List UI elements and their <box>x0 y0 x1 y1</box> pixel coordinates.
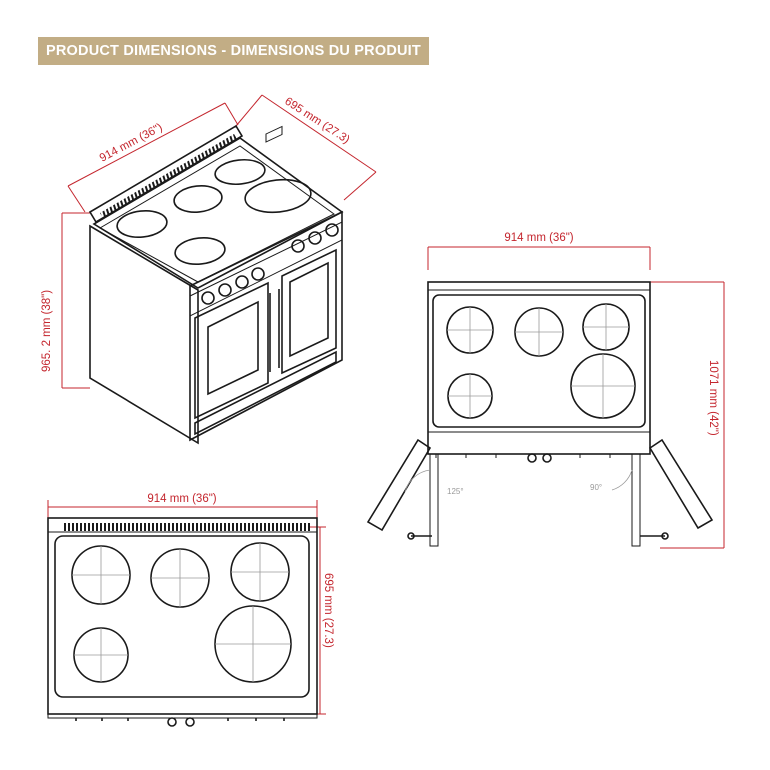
iso-burner-left-back <box>116 210 168 238</box>
iso-backguard-vents <box>100 134 237 218</box>
iso-knob-1 <box>201 291 215 305</box>
front-left-door-angle: 125° <box>447 487 464 496</box>
iso-width-dimension-line <box>67 102 226 187</box>
top-burner-crosshairs <box>72 543 291 682</box>
front-range-view: 914 mm (36") 1071 mm (42") <box>366 232 725 549</box>
front-right-door-arc <box>611 469 633 491</box>
section-title-banner: PRODUCT DIMENSIONS - DIMENSIONS DU PRODU… <box>38 37 429 65</box>
iso-burner-right-front <box>244 178 312 214</box>
iso-burner-center <box>173 185 223 213</box>
front-width-label: 914 mm (36") <box>504 232 573 244</box>
iso-width-extension-left <box>67 185 86 213</box>
iso-height-label: 965. 2 mm (38") <box>41 290 53 372</box>
iso-control-knobs <box>201 125 339 305</box>
iso-left-oven-door <box>194 281 269 420</box>
iso-knob-3 <box>235 275 249 289</box>
iso-left-oven-window <box>207 300 259 396</box>
iso-burner-left-front <box>174 237 226 265</box>
front-right-frame <box>631 453 641 547</box>
front-height-label: 1071 mm (42") <box>707 360 719 436</box>
iso-cooktop-glass <box>98 145 335 283</box>
front-knobs-row <box>435 453 641 463</box>
front-knob-right <box>542 453 552 463</box>
iso-knob-5 <box>291 239 305 253</box>
front-range-body <box>427 281 651 455</box>
top-control-panel-edge <box>47 713 318 719</box>
top-backguard-vents <box>62 523 310 531</box>
iso-knob-2 <box>218 283 232 297</box>
iso-storage-drawer <box>194 350 337 436</box>
iso-width-extension-right <box>224 102 239 126</box>
top-knob-left <box>167 717 177 727</box>
iso-depth-extension-top <box>235 94 263 127</box>
iso-depth-label: 695 mm (27.3) <box>282 95 351 146</box>
front-cooktop-glass <box>432 294 646 428</box>
front-left-open-door <box>366 438 432 532</box>
iso-width-label: 914 mm (36") <box>98 121 165 164</box>
top-burners <box>71 542 292 683</box>
top-range-view: 914 mm (36") 695 mm (27.3) <box>47 493 334 727</box>
top-knobs-row <box>47 713 318 727</box>
iso-backguard <box>88 124 244 224</box>
top-depth-label: 695 mm (27.3) <box>322 573 334 648</box>
front-right-open-door <box>648 438 714 530</box>
iso-side-panel <box>89 224 199 445</box>
front-burners <box>446 303 636 419</box>
front-left-frame <box>429 453 439 547</box>
iso-display-panel <box>265 125 283 143</box>
top-knob-right <box>185 717 195 727</box>
iso-right-oven-door <box>281 248 337 375</box>
iso-knob-6 <box>308 231 322 245</box>
iso-knob-7 <box>325 223 339 237</box>
top-knob-ticks <box>75 718 285 721</box>
front-burner-crosshairs <box>447 304 635 418</box>
top-width-label: 914 mm (36") <box>147 493 216 505</box>
front-knob-left <box>527 453 537 463</box>
iso-right-oven-window <box>289 261 329 358</box>
front-knob-ticks <box>435 454 641 458</box>
top-cooktop-glass <box>54 535 310 698</box>
iso-knob-4 <box>251 267 265 281</box>
front-left-door-arc <box>404 469 431 493</box>
isometric-range-view: 914 mm (36") 695 mm (27.3) 965. 2 mm (38… <box>41 94 377 445</box>
iso-burner-right-back <box>214 158 266 186</box>
iso-depth-dimension-line <box>261 94 377 173</box>
iso-front-face <box>189 210 343 442</box>
front-right-door-angle: 90° <box>590 483 602 492</box>
iso-depth-extension-bottom <box>343 171 377 201</box>
